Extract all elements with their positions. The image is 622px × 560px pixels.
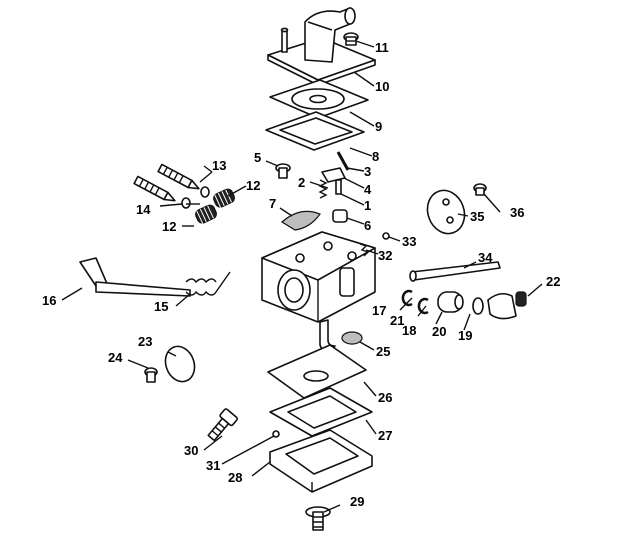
label-17: 17 [372, 303, 386, 318]
plate-23 [164, 345, 196, 383]
label-6: 6 [364, 218, 371, 233]
label-2: 2 [298, 175, 305, 190]
carburetor-body [261, 231, 376, 352]
label-9: 9 [375, 119, 382, 134]
clip-17 [401, 289, 413, 307]
label-3: 3 [364, 164, 371, 179]
diaphragm-27 [269, 387, 373, 437]
cover-28 [269, 429, 373, 493]
label-36: 36 [510, 205, 524, 220]
screw-5 [275, 163, 291, 179]
label-24: 24 [108, 350, 123, 365]
cover-plate-10 [267, 7, 376, 86]
gasket-26 [267, 344, 367, 399]
label-29: 29 [350, 494, 364, 509]
valve-parts [318, 151, 350, 223]
label-30: 30 [184, 443, 198, 458]
bushing-20 [437, 291, 464, 313]
label-34: 34 [478, 250, 493, 265]
label-23: 23 [138, 334, 152, 349]
label-21: 21 [390, 313, 404, 328]
label-33: 33 [402, 234, 416, 249]
screw-29 [305, 506, 331, 531]
springs-12 [195, 188, 235, 224]
throttle-shaft-16 [79, 257, 191, 297]
label-26: 26 [378, 390, 392, 405]
label-35: 35 [470, 209, 484, 224]
label-32: 32 [378, 248, 392, 263]
label-13: 13 [212, 158, 226, 173]
label-18: 18 [402, 323, 416, 338]
choke-plate-35 [426, 189, 466, 235]
callout-labels: 11 10 9 8 3 4 2 1 6 5 7 32 33 13 14 12 1… [42, 40, 560, 509]
label-16: 16 [42, 293, 56, 308]
ball-31 [272, 430, 280, 438]
screw-24 [144, 367, 158, 383]
cap-22 [487, 291, 527, 320]
label-31: 31 [206, 458, 220, 473]
spring-32 [359, 243, 370, 257]
label-22: 22 [546, 274, 560, 289]
label-25: 25 [376, 344, 390, 359]
washer-19 [472, 297, 484, 315]
label-1: 1 [364, 198, 371, 213]
label-20: 20 [432, 324, 446, 339]
label-7: 7 [269, 196, 276, 211]
torsion-spring-15 [185, 271, 231, 296]
strainer-7 [280, 210, 321, 231]
clip-18 [417, 297, 429, 315]
label-14: 14 [136, 202, 151, 217]
label-19: 19 [458, 328, 472, 343]
label-12-upper: 12 [246, 178, 260, 193]
label-27: 27 [378, 428, 392, 443]
label-5: 5 [254, 150, 261, 165]
label-4: 4 [364, 182, 372, 197]
label-15: 15 [154, 299, 168, 314]
leader-lines [61, 40, 543, 513]
screw-30 [207, 408, 238, 442]
adjusting-screws-13-14 [133, 163, 210, 209]
label-10: 10 [375, 79, 389, 94]
screw-11 [343, 32, 359, 46]
diaphragm-9 [269, 79, 369, 119]
label-28: 28 [228, 470, 242, 485]
label-8: 8 [372, 149, 379, 164]
gasket-8 [265, 111, 365, 151]
screen-25 [341, 331, 363, 345]
label-11: 11 [375, 40, 389, 55]
label-12-lower: 12 [162, 219, 176, 234]
ball-33 [382, 232, 390, 240]
screw-36 [473, 183, 487, 196]
